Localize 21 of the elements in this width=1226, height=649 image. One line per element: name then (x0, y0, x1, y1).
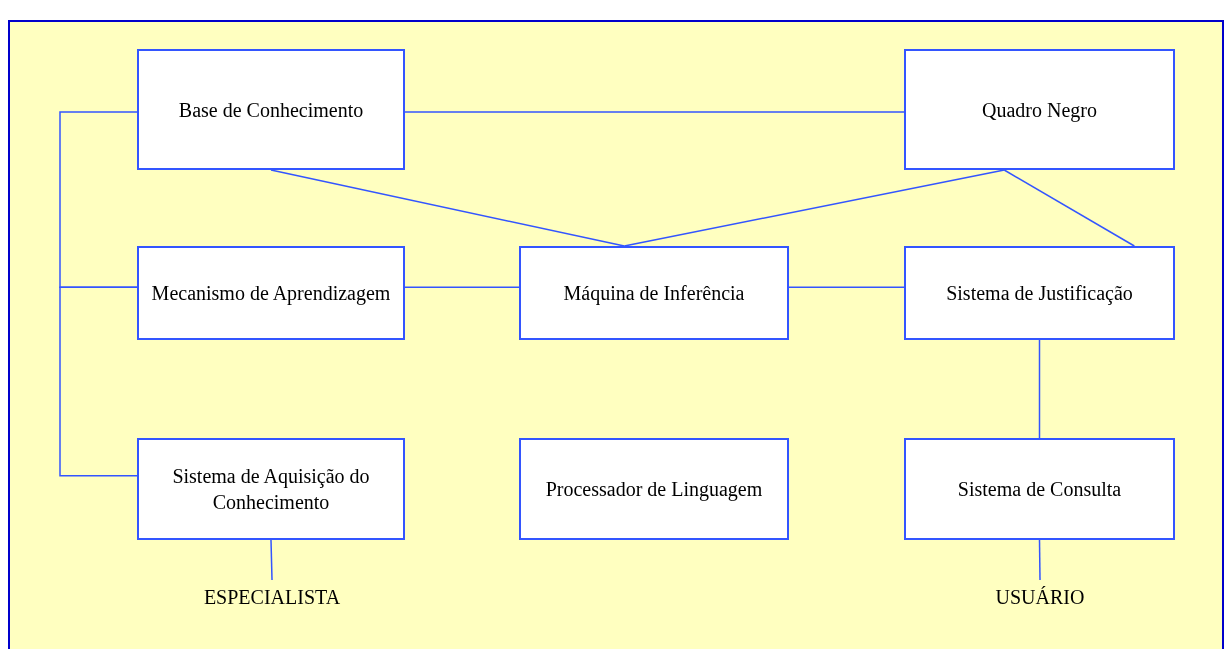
component-box: Sistema de Justificação (904, 246, 1175, 340)
connector-line (270, 169, 626, 247)
connector-line (1003, 169, 1136, 247)
component-box: Sistema de Aquisição do Conhecimento (137, 438, 405, 540)
component-box: Base de Conhecimento (137, 49, 405, 170)
connector-line (788, 286, 905, 289)
connector-line (1038, 539, 1041, 581)
connector-line (270, 539, 273, 581)
connector-line (404, 286, 520, 289)
component-box: Mecanismo de Aprendizagem (137, 246, 405, 340)
connector-line (59, 111, 138, 289)
connector-line (59, 286, 138, 477)
component-box: Quadro Negro (904, 49, 1175, 170)
actor-label: ESPECIALISTA (192, 580, 352, 614)
component-box: Processador de Linguagem (519, 438, 789, 540)
component-box: Sistema de Consulta (904, 438, 1175, 540)
connector-line (404, 111, 905, 113)
connector-line (1038, 339, 1041, 439)
actor-label: USUÁRIO (980, 580, 1100, 614)
connector-line (623, 169, 1005, 247)
component-box: Máquina de Inferência (519, 246, 789, 340)
